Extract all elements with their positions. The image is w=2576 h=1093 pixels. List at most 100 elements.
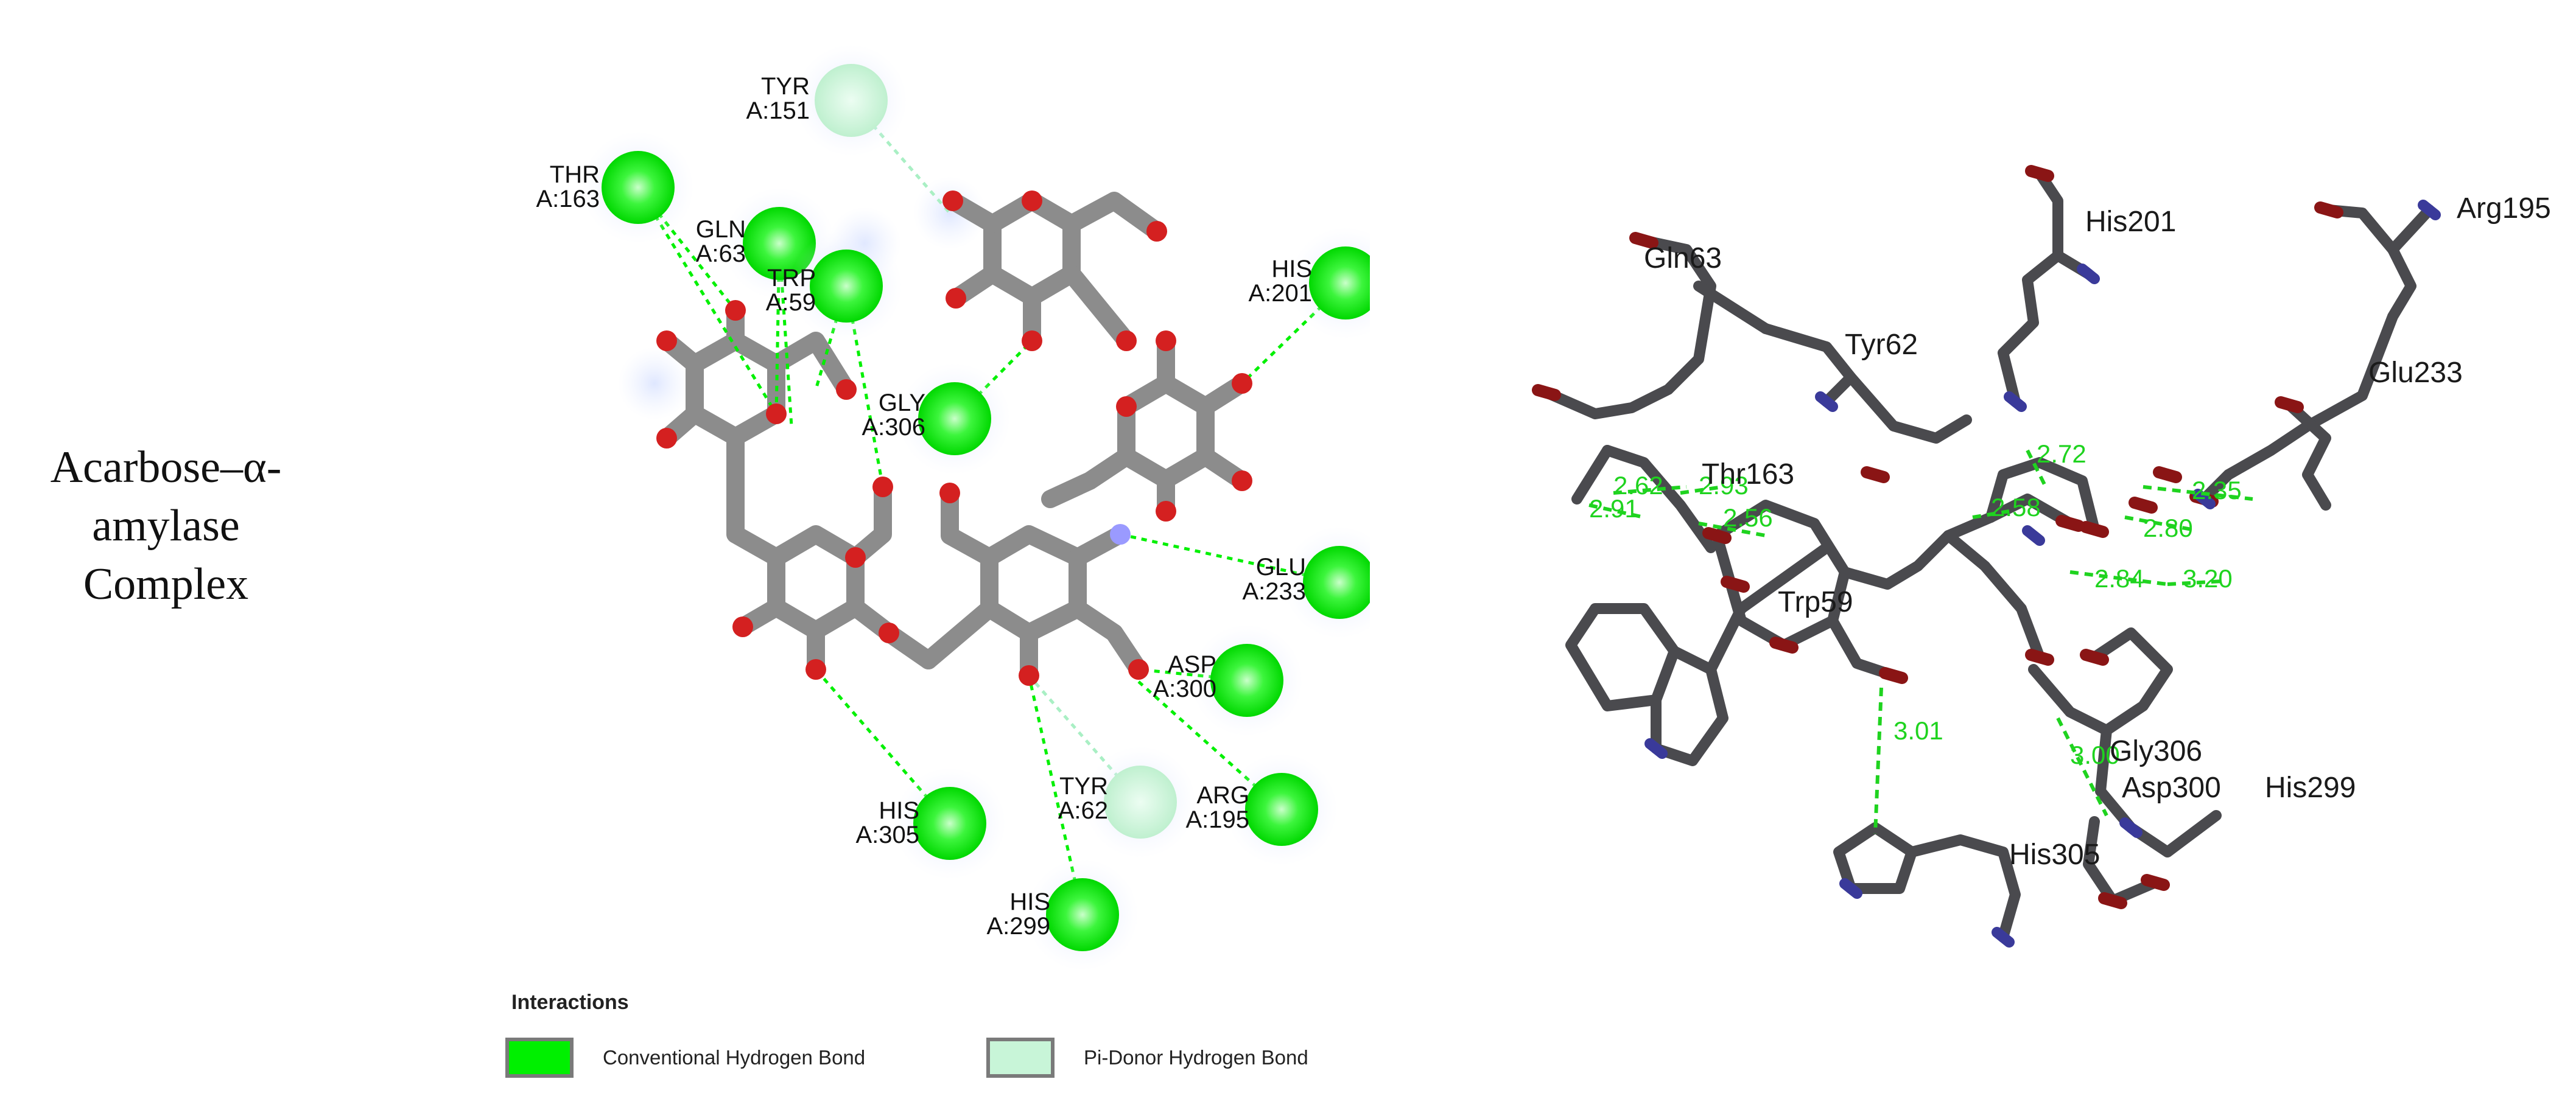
hbond-3d-line [2143, 485, 2253, 501]
hbond-distance-label: 2.93 [1699, 471, 1749, 500]
residue-number-label: A:59 [766, 289, 816, 316]
oxygen-stick [2025, 165, 2054, 182]
residue-disc [1210, 644, 1283, 717]
caption-line: Complex [83, 559, 249, 609]
residue-disc [913, 787, 986, 860]
hbond-distance-label: 2.56 [1723, 503, 1773, 532]
stick-bond [2284, 399, 2331, 511]
residue-disc [1309, 246, 1370, 320]
residue-disc [1046, 878, 1119, 951]
residue-disc [815, 64, 888, 137]
stick-bond [1760, 323, 1972, 444]
oxygen-stick [2080, 649, 2109, 666]
caption-line: Acarbose–α- [50, 442, 282, 492]
residue-number-label: A:62 [1058, 797, 1108, 824]
hbond-3d-line [1698, 522, 1766, 537]
caption-line: amylase [92, 501, 240, 551]
residue-number-label: A:151 [746, 97, 810, 124]
oxygen-atom [1022, 330, 1042, 351]
hbond-distance-label: 2.84 [2094, 564, 2144, 593]
stick-bond [1705, 542, 1832, 675]
hbond-3d-line [2167, 579, 2223, 586]
oxygen-atom [946, 288, 966, 309]
carbon-bond [1069, 599, 1148, 679]
hbond-distance-label: 3.01 [1893, 716, 1943, 745]
residue-3d-label: Tyr62 [1845, 329, 1918, 361]
hbond-3d-line [1680, 485, 1724, 495]
residue-number-label: A:63 [696, 240, 746, 267]
hbond-distance-label: 2.35 [2192, 476, 2242, 505]
carbon-bond [919, 599, 998, 669]
residue-number-label: A:305 [855, 822, 919, 848]
oxygen-atom [805, 659, 826, 680]
nitrogen-stick [1992, 927, 2015, 948]
oxygen-stick [1702, 527, 1732, 544]
oxygen-stick [1629, 232, 1658, 249]
oxygen-atom [1156, 501, 1176, 522]
residue-3d-label: His305 [2009, 839, 2100, 871]
residue-disc [1303, 546, 1370, 619]
oxygen-atom [1146, 221, 1167, 242]
oxygen-atom [732, 616, 753, 637]
stick-bond [1651, 646, 1728, 766]
oxygen-stick [2129, 497, 2158, 514]
nitrogen-stick [1839, 878, 1862, 899]
carbon-bond [767, 332, 855, 399]
oxygen-atom [836, 379, 857, 400]
hbond-3d-line [2056, 717, 2108, 817]
oxygen-atom [656, 428, 677, 449]
hbond-distance-label: 2.72 [2037, 439, 2086, 468]
hbond-line [1138, 668, 1248, 682]
oxygen-atom [1128, 659, 1149, 680]
oxygen-stick [2098, 892, 2127, 909]
stick-bond [1711, 500, 1850, 651]
hbond-line [814, 285, 848, 390]
stick-bond [1693, 281, 1771, 334]
stick-bond [1906, 834, 2021, 943]
nitrogen-stick [2022, 525, 2045, 546]
oxygen-atom [1022, 190, 1042, 211]
legend-title: Interactions [511, 991, 629, 1014]
residue-name-label: HIS [1271, 256, 1312, 282]
residue-3d-label: Asp300 [2122, 772, 2221, 804]
stick-bond [2199, 204, 2416, 505]
residue-number-label: A:300 [1153, 676, 1216, 702]
legend-label-conventional: Conventional Hydrogen Bond [603, 1046, 866, 1069]
residue-3d-label: Thr163 [1702, 458, 1794, 491]
hbond-distance-label: 3.00 [2070, 741, 2120, 769]
residue-name-label: ARG [1196, 782, 1249, 809]
carbon-bond [1041, 447, 1135, 508]
stick-bond [2028, 627, 2173, 736]
oxygen-atom [1019, 665, 1039, 686]
legend-swatch-pi-donor [986, 1038, 1055, 1078]
hbond-3d-line [2124, 515, 2192, 531]
residue-number-label: A:195 [1185, 806, 1249, 833]
stick-bond [1541, 235, 1716, 419]
residue-name-label: TYR [761, 73, 810, 100]
stick-bond [1571, 445, 1613, 505]
accessibility-halo [618, 347, 691, 420]
residue-name-label: GLY [879, 389, 925, 416]
residue-name-label: GLU [1256, 554, 1306, 581]
residue-3d-label: His201 [2085, 206, 2176, 238]
oxygen-stick [2141, 874, 2170, 891]
hbond-3d-line [2069, 570, 2168, 586]
hbond-3d-line [1613, 485, 1687, 495]
residue-disc [1104, 766, 1177, 839]
oxygen-stick [1879, 667, 1908, 684]
oxygen-atom [766, 403, 787, 424]
oxygen-atom [939, 483, 960, 503]
carbon-bond [726, 428, 785, 567]
residue-disc [602, 151, 675, 224]
residue-disc [1245, 773, 1318, 846]
nitrogen-atom [1110, 524, 1131, 545]
residue-number-label: A:201 [1248, 280, 1312, 307]
interaction-diagram-2d: TYRA:151THRA:163GLNA:63TRPA:59GLYA:306HI… [536, 44, 1370, 971]
hbond-line [777, 243, 793, 427]
hbond-3d-line [1972, 509, 2010, 519]
stick-bond [2083, 816, 2161, 906]
oxygen-stick [1861, 466, 1890, 483]
nitrogen-stick [1815, 391, 1838, 412]
oxygen-atom [725, 300, 746, 321]
